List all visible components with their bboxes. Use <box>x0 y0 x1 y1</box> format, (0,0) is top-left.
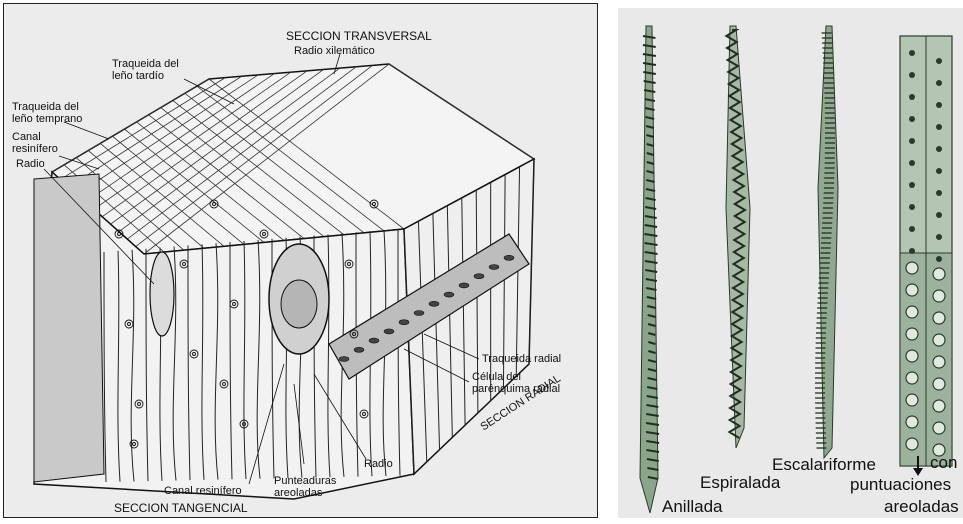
title-transverse: SECCION TRANSVERSAL <box>286 30 432 43</box>
label-radio-xilematico: Radio xilemático <box>294 46 375 58</box>
label-radio-bottom: Radio <box>364 459 393 471</box>
label-canal-bottom: Canal resinífero <box>164 486 242 498</box>
label-radio-left: Radio <box>16 159 45 171</box>
label-puntuaciones: puntuaciones <box>850 476 951 494</box>
label-traqueida-radial: Traqueida radial <box>482 354 561 366</box>
resin-canal-lumen <box>281 280 317 328</box>
tracheid-types-panel: Anillada Espiralada Escalariforme con pu… <box>618 8 963 518</box>
label-traqueida-tardio-1: Traqueida del <box>112 59 179 71</box>
wood-block-drawing <box>4 4 599 519</box>
label-traqueida-tardio-2: leño tardío <box>112 71 164 83</box>
label-punteaduras-2: areoladas <box>274 488 322 500</box>
wood-block-diagram-panel: SECCION TRANSVERSAL Radio xilemático Tra… <box>3 3 598 518</box>
tracheid-drawing <box>618 8 963 518</box>
label-celula-1: Célula del <box>472 372 521 384</box>
title-tangential: SECCION TANGENCIAL <box>114 502 248 515</box>
label-escalariforme: Escalariforme <box>772 456 876 474</box>
label-areoladas: areoladas <box>884 498 959 516</box>
label-anillada: Anillada <box>662 498 723 516</box>
uniseriate-ray <box>150 252 174 336</box>
label-espiralada: Espiralada <box>700 474 780 492</box>
label-canal-2: resinífero <box>12 144 58 156</box>
label-canal-1: Canal <box>12 132 41 144</box>
label-traqueida-temprano-1: Traqueida del <box>12 102 79 114</box>
label-con: con <box>930 454 957 472</box>
label-traqueida-temprano-2: leño temprano <box>12 114 82 126</box>
label-punteaduras-1: Punteaduras <box>274 476 336 488</box>
